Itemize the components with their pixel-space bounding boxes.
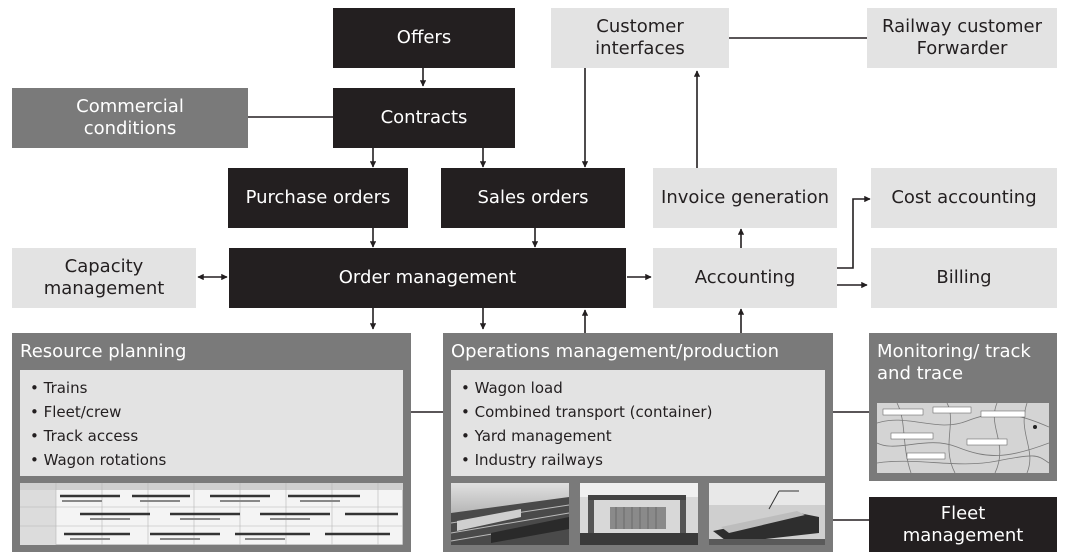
arrow-accounting-cost: [837, 195, 871, 269]
locomotive-photo: [709, 483, 825, 545]
contracts-box: Contracts: [333, 88, 515, 148]
resource-planning-panel: Resource planning • Trains • Fleet/crew …: [12, 333, 411, 552]
list-item: • Industry railways: [461, 451, 603, 469]
list-item: • Wagon rotations: [30, 451, 167, 469]
operations-title: Operations management/production: [451, 341, 779, 362]
rail-yard-photo: [451, 483, 569, 545]
list-item: • Fleet/crew: [30, 403, 122, 421]
customer-interfaces-box: Customer interfaces: [551, 8, 729, 68]
list-item: • Track access: [30, 427, 139, 445]
offers-box: Offers: [333, 8, 515, 68]
monitoring-panel: Monitoring/ track and trace: [869, 333, 1057, 481]
railway-customer-box: Railway customer Forwarder: [867, 8, 1057, 68]
list-item: • Yard management: [461, 427, 612, 445]
cost-accounting-box: Cost accounting: [871, 168, 1057, 228]
operations-panel: Operations management/production • Wagon…: [443, 333, 833, 552]
list-item: • Wagon load: [461, 379, 563, 397]
sales-orders-box: Sales orders: [441, 168, 625, 228]
invoice-generation-box: Invoice generation: [653, 168, 837, 228]
list-item: • Combined transport (container): [461, 403, 713, 421]
operations-list: • Wagon load • Combined transport (conta…: [451, 370, 825, 476]
container-terminal-photo: [580, 483, 698, 545]
resource-planning-title: Resource planning: [20, 341, 187, 362]
monitoring-title: Monitoring/ track and trace: [877, 341, 1031, 384]
track-map-image: [877, 403, 1049, 473]
commercial-conditions-box: Commercial conditions: [12, 88, 248, 148]
list-item: • Trains: [30, 379, 88, 397]
accounting-box: Accounting: [653, 248, 837, 308]
resource-planning-list: • Trains • Fleet/crew • Track access • W…: [20, 370, 403, 476]
capacity-management-box: Capacity management: [12, 248, 196, 308]
schedule-chart-image: [20, 483, 403, 545]
order-management-box: Order management: [229, 248, 626, 308]
purchase-orders-box: Purchase orders: [228, 168, 408, 228]
fleet-management-box: Fleet management: [869, 497, 1057, 552]
billing-box: Billing: [871, 248, 1057, 308]
